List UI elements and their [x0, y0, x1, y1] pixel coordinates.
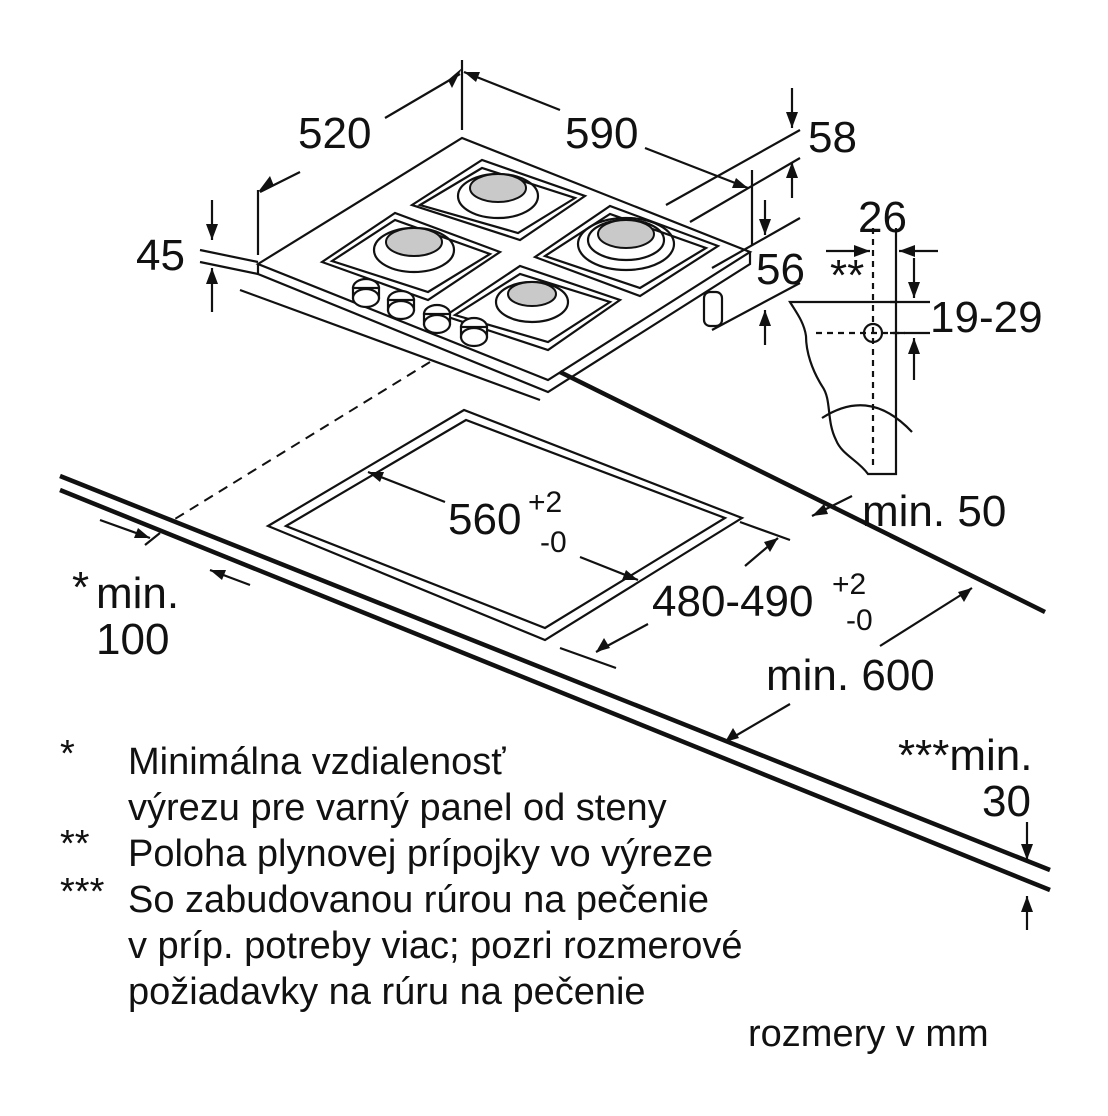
projection-line	[169, 361, 431, 523]
knob-3	[422, 303, 452, 335]
dim-58: 58	[808, 113, 857, 162]
worktop-front-edge-1	[59, 473, 1051, 873]
worktop-profile	[788, 300, 898, 476]
dimension-labels: 520 590 58 45 56 26 ** 19-29 560 +2 -0 4…	[72, 109, 1043, 826]
hob-drawing	[199, 60, 801, 402]
worktop-front-edge-2	[59, 487, 1051, 893]
worktop-break	[821, 404, 913, 433]
dim-min-100-label: min.	[96, 569, 179, 618]
dim-cutout-width: 560	[448, 495, 521, 544]
burner-back-left	[456, 172, 540, 220]
knob-1	[351, 277, 381, 309]
worktop-drawing	[59, 361, 1051, 930]
pan-support-front-right	[442, 264, 623, 352]
cutout-width-tol-minus: -0	[540, 526, 567, 559]
legend-marker-2: **	[60, 823, 90, 865]
cutout-depth-tol-minus: -0	[846, 604, 873, 637]
burner-back-right-wok	[576, 216, 676, 272]
burner-front-right	[494, 280, 570, 324]
dim-45: 45	[136, 231, 185, 280]
cutout-outer	[265, 408, 745, 642]
dim-min-30-value: 30	[982, 777, 1031, 826]
dim-56: 56	[756, 245, 805, 294]
dim-cutout-depth: 480-490	[652, 577, 813, 626]
legend-3-line-1: So zabudovanou rúrou na pečenie	[128, 879, 709, 921]
legend-marker-1: *	[60, 733, 75, 775]
legend: * Minimálna vzdialenosť výrezu pre varný…	[60, 733, 989, 1055]
dim-min-50: min. 50	[862, 487, 1006, 536]
cutout-width-tol-plus: +2	[528, 486, 562, 519]
pan-support-back-left	[409, 158, 588, 242]
dim-min-600: min. 600	[766, 651, 935, 700]
units-note: rozmery v mm	[748, 1013, 989, 1055]
legend-2-line-1: Poloha plynovej prípojky vo výreze	[128, 833, 713, 875]
cutout-width-value: 560	[448, 495, 521, 544]
dim-26: 26	[858, 193, 907, 242]
legend-1-line-2: výrezu pre varný panel od steny	[128, 787, 667, 829]
knob-4	[459, 316, 489, 348]
pipe-marker: **	[830, 251, 864, 300]
arrowheads	[134, 68, 1033, 912]
hob-leg	[702, 290, 724, 328]
dim-min-100-star: *	[72, 563, 89, 612]
burner-front-left	[372, 226, 456, 274]
pan-support-front-left	[319, 211, 503, 302]
knobs	[351, 277, 489, 348]
dim-19-29: 19-29	[930, 293, 1043, 342]
dim-min-100-value: 100	[96, 615, 169, 664]
worktop-back-edge	[559, 369, 1046, 615]
cutout-depth-tol-plus: +2	[832, 568, 866, 601]
hob-edge	[256, 252, 752, 394]
dim-590: 590	[565, 109, 638, 158]
hob-underside	[239, 288, 541, 402]
legend-3-line-2: v príp. potreby viac; pozri rozmerové	[128, 925, 743, 967]
legend-3-line-3: požiadavky na rúru na pečenie	[128, 971, 646, 1013]
knob-2	[386, 289, 416, 321]
cutout-inner	[283, 418, 728, 630]
legend-1-line-1: Minimálna vzdialenosť	[128, 741, 506, 783]
legend-marker-3: ***	[60, 871, 105, 913]
dim-min-30-label: ***min.	[898, 731, 1033, 780]
gas-connection-detail	[788, 228, 938, 476]
dim-520: 520	[298, 109, 371, 158]
